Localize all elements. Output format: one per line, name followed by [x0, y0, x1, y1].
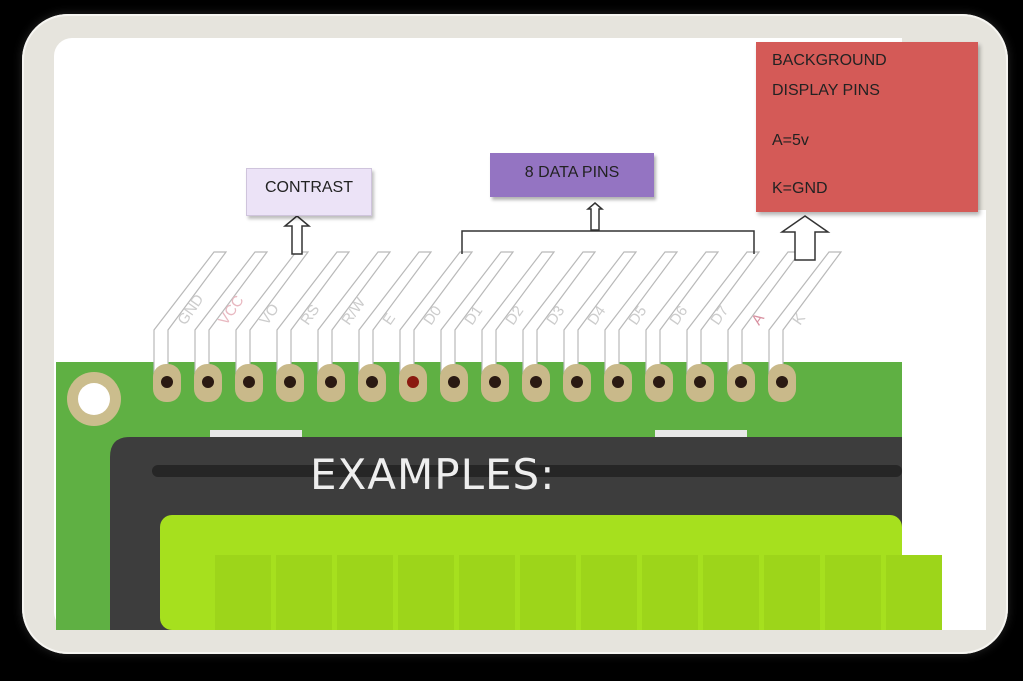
contrast-label: CONTRAST	[246, 168, 372, 216]
pin-hole	[243, 376, 255, 388]
backlight-line-2: DISPLAY PINS	[772, 82, 880, 99]
lcd-cell	[398, 555, 454, 630]
lcd-cell	[581, 555, 637, 630]
pin-hole	[530, 376, 542, 388]
mounting-hole-center	[78, 383, 110, 415]
lcd-cell	[459, 555, 515, 630]
pin-label: E	[379, 310, 399, 328]
pin-hole	[325, 376, 337, 388]
lcd-caption: EXAMPLES:	[310, 450, 556, 499]
pcb-tab-left	[210, 430, 302, 438]
lcd-cell-grid	[215, 555, 942, 630]
lcd-cell	[825, 555, 881, 630]
data-pins-label: 8 DATA PINS	[490, 153, 654, 197]
pin-hole	[612, 376, 624, 388]
lcd-cell	[276, 555, 332, 630]
pin-hole	[366, 376, 378, 388]
pin-hole	[284, 376, 296, 388]
pin-label: A	[748, 310, 768, 328]
pin-hole	[735, 376, 747, 388]
data-pins-arrow	[585, 202, 605, 231]
lcd-cell	[703, 555, 759, 630]
pin-label: K	[789, 310, 809, 328]
lcd-cell	[764, 555, 820, 630]
pin-hole	[489, 376, 501, 388]
lcd-cell	[337, 555, 393, 630]
pin-hole	[161, 376, 173, 388]
lcd-cell	[642, 555, 698, 630]
backlight-line-3: A=5v	[772, 132, 809, 149]
contrast-arrow	[282, 215, 312, 255]
backlight-arrow	[779, 215, 831, 261]
pcb-tab-right	[655, 430, 747, 438]
pin-hole	[202, 376, 214, 388]
data-pins-bracket	[461, 230, 755, 254]
backlight-line-1: BACKGROUND	[772, 52, 887, 69]
lcd-cell	[215, 555, 271, 630]
backlight-pins-label: BACKGROUND DISPLAY PINS A=5v K=GND	[756, 42, 978, 212]
bezel-slot	[152, 465, 902, 477]
lcd-cell	[886, 555, 942, 630]
pin-hole	[448, 376, 460, 388]
pin-hole	[571, 376, 583, 388]
pin-hole	[694, 376, 706, 388]
lcd-cell	[520, 555, 576, 630]
pin-hole	[407, 376, 419, 388]
backlight-line-4: K=GND	[772, 180, 828, 197]
pin-hole	[653, 376, 665, 388]
pin-hole	[776, 376, 788, 388]
